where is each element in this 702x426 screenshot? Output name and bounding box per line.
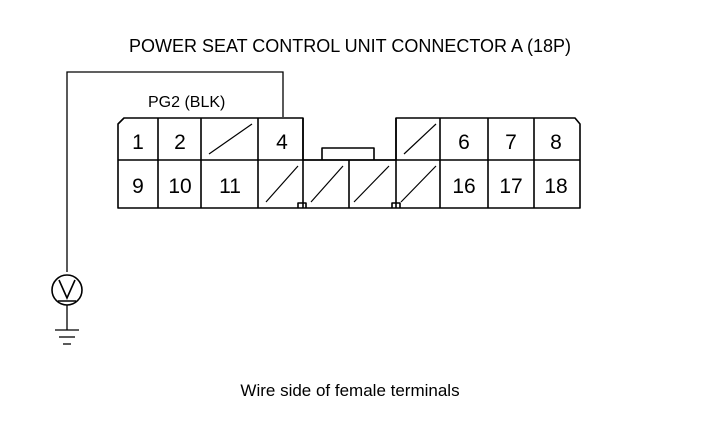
connector-body: 1 2 4 6 7 8 9 10 11 16 17 18 — [117, 117, 581, 209]
terminal-8: 8 — [550, 131, 562, 154]
ground-icon — [55, 329, 79, 345]
probe-wire — [66, 71, 284, 272]
empty-cavity-mark — [208, 123, 253, 155]
key-notch — [297, 202, 307, 208]
terminal-4: 4 — [276, 131, 288, 154]
terminal-9: 9 — [132, 175, 144, 198]
empty-cavity-mark — [353, 165, 390, 203]
terminal-6: 6 — [458, 131, 470, 154]
empty-cavity-mark — [400, 165, 437, 203]
terminal-17: 17 — [499, 175, 522, 198]
locking-tab — [321, 147, 375, 160]
caption: Wire side of female terminals — [240, 381, 459, 400]
empty-cavity-mark — [403, 123, 437, 155]
terminal-1: 1 — [132, 131, 144, 154]
terminal-11: 11 — [219, 175, 241, 198]
terminal-2: 2 — [174, 131, 186, 154]
voltmeter-v-symbol — [58, 279, 76, 302]
terminal-7: 7 — [505, 131, 517, 154]
empty-cavity-mark — [265, 165, 299, 203]
terminal-10: 10 — [168, 175, 191, 198]
diagram-title: POWER SEAT CONTROL UNIT CONNECTOR A (18P… — [129, 36, 571, 56]
empty-cavity-mark — [310, 165, 344, 203]
terminal-18: 18 — [544, 175, 567, 198]
terminal-16: 16 — [452, 175, 475, 198]
wiring — [51, 71, 284, 345]
wire-label: PG2 (BLK) — [148, 94, 225, 111]
